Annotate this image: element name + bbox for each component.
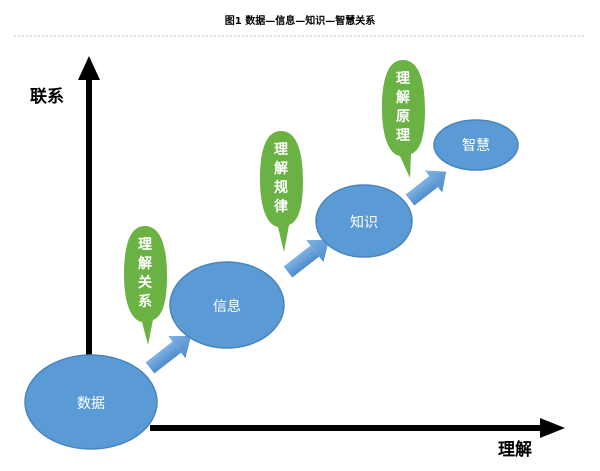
bubble-char: 理 (274, 142, 288, 158)
arrow-knowledge-to-wisdom (405, 170, 447, 206)
y-axis (78, 56, 100, 392)
bubble-char: 律 (274, 198, 288, 215)
bubble-char: 解 (274, 160, 288, 177)
figure-title: 图1 数据—信息—知识—智慧关系 (225, 14, 375, 27)
node-info-label: 信息 (213, 298, 241, 315)
bubble-understand-principle: 理 解 原 理 (382, 60, 425, 178)
bubble-char: 解 (396, 89, 410, 106)
node-data: 数据 (24, 354, 158, 450)
bubble-char: 关 (138, 274, 152, 291)
x-axis (150, 418, 565, 438)
bubble-understand-relation: 理 解 关 系 (124, 226, 167, 345)
bubble-char: 解 (138, 255, 152, 272)
bubble-char: 理 (138, 237, 152, 253)
node-knowledge: 知识 (315, 184, 413, 258)
node-data-label: 数据 (77, 396, 105, 412)
node-knowledge-label: 知识 (350, 214, 378, 231)
arrow-data-to-info (145, 335, 191, 374)
arrow-info-to-knowledge (283, 239, 329, 278)
bubble-understand-pattern: 理 解 规 律 (260, 131, 303, 252)
bubble-char: 原 (396, 109, 410, 125)
node-info: 信息 (169, 261, 285, 349)
node-wisdom-label: 智慧 (462, 138, 490, 154)
bubble-char: 规 (274, 180, 288, 196)
bubble-char: 理 (396, 128, 410, 144)
bubble-char: 系 (138, 293, 152, 310)
bubble-char: 理 (396, 71, 410, 87)
x-axis-label: 理解 (498, 439, 532, 460)
y-axis-label: 联系 (30, 87, 64, 107)
node-wisdom: 智慧 (433, 119, 519, 171)
